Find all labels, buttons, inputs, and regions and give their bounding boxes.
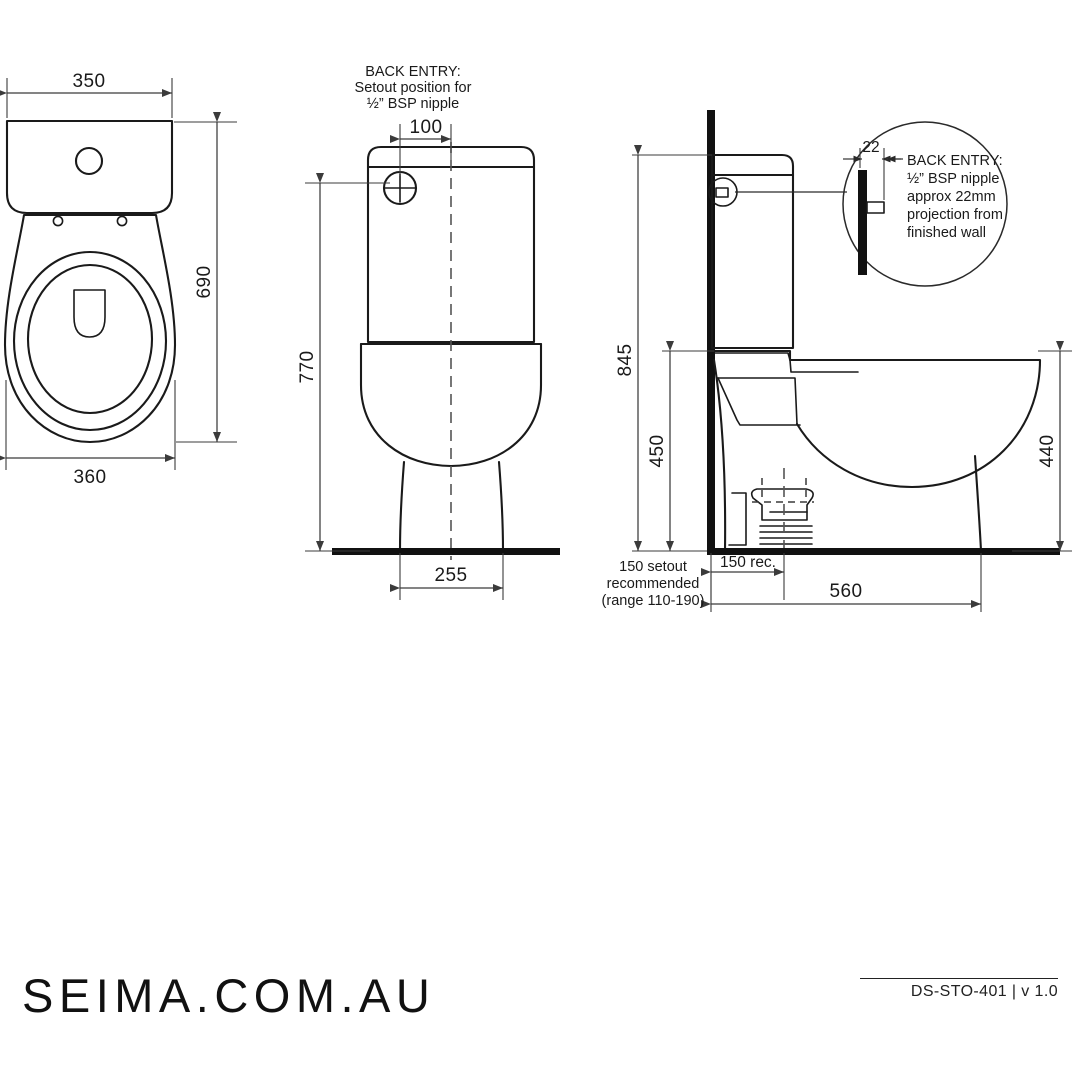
side-body-back xyxy=(973,454,983,553)
detail-callout-circle xyxy=(842,121,1008,287)
side-rim-underside xyxy=(717,377,798,425)
detail-note-line3: approx 22mm xyxy=(907,189,996,205)
detail-note-line2: ½” BSP nipple xyxy=(907,171,999,187)
side-floor-line xyxy=(707,548,1060,555)
plan-dim360-text: 360 xyxy=(74,467,107,488)
side-elevation: 845 450 440 150 rec. 560 150 setout reco xyxy=(602,110,1072,612)
side-pan-connector xyxy=(750,488,814,521)
plan-bowl-outline xyxy=(3,213,177,444)
side-dim845-text: 845 xyxy=(615,344,636,377)
side-fixing-bracket xyxy=(728,492,747,546)
plan-view: 350 690 360 xyxy=(0,71,237,488)
footer-document-code: DS-STO-401 | v 1.0 xyxy=(910,983,1058,1000)
side-bowl-skirt xyxy=(717,377,801,426)
plan-bowl-aperture xyxy=(73,289,106,338)
plan-cistern-outline xyxy=(5,119,174,215)
plan-hinge-hole-right xyxy=(116,215,128,227)
plan-seat-ring-inner xyxy=(26,263,154,415)
side-nipple-body xyxy=(715,187,729,198)
plan-dim690-text: 690 xyxy=(194,266,215,299)
detail-note-line5: finished wall xyxy=(907,225,986,241)
plan-seat-ring-outer xyxy=(12,250,168,432)
plan-flush-button-icon xyxy=(74,146,104,176)
detail-note-line1: BACK ENTRY: xyxy=(907,153,1003,169)
back-entry-detail-callout: 22 BACK ENTRY: ½” BSP nipple approx 22mm… xyxy=(735,121,1008,287)
side-dim560-text: 560 xyxy=(830,581,863,602)
front-dim100-text: 100 xyxy=(410,117,443,138)
footer-divider-rule xyxy=(860,978,1058,979)
side-waste-threads xyxy=(759,525,813,545)
footer-brand-wordmark: SEIMA.COM.AU xyxy=(22,969,436,1022)
plan-hinge-hole-left xyxy=(52,215,64,227)
front-floor-line xyxy=(332,548,560,555)
plan-dim350-text: 350 xyxy=(73,71,106,92)
front-cistern-outline xyxy=(366,145,536,344)
side-dim150-text: 150 rec. xyxy=(720,554,776,571)
side-cistern-outline xyxy=(710,153,795,350)
front-dim255-text: 255 xyxy=(435,565,468,586)
front-note-line3: ½” BSP nipple xyxy=(367,96,459,112)
front-pedestal-outline xyxy=(398,460,505,553)
front-dim770-text: 770 xyxy=(297,351,318,384)
side-bowl-outline xyxy=(713,349,1042,489)
detail-note-line4: projection from xyxy=(907,207,1003,223)
front-note-line1: BACK ENTRY: xyxy=(365,64,461,80)
side-body-front xyxy=(712,358,727,553)
side-dim450-text: 450 xyxy=(647,435,668,468)
detail-nipple-shape xyxy=(866,201,885,214)
side-dim440-text: 440 xyxy=(1037,435,1058,468)
detail-dim22-text: 22 xyxy=(862,139,879,156)
side-setout-note-line2: recommended xyxy=(607,576,700,592)
side-setout-note-line1: 150 setout xyxy=(619,559,687,575)
detail-wall-slice xyxy=(858,170,867,275)
front-note-line2: Setout position for xyxy=(355,80,472,96)
front-elevation: BACK ENTRY: Setout position for ½” BSP n… xyxy=(297,64,560,600)
side-setout-note-line3: (range 110-190) xyxy=(602,593,705,609)
side-seat-rim xyxy=(714,352,859,373)
